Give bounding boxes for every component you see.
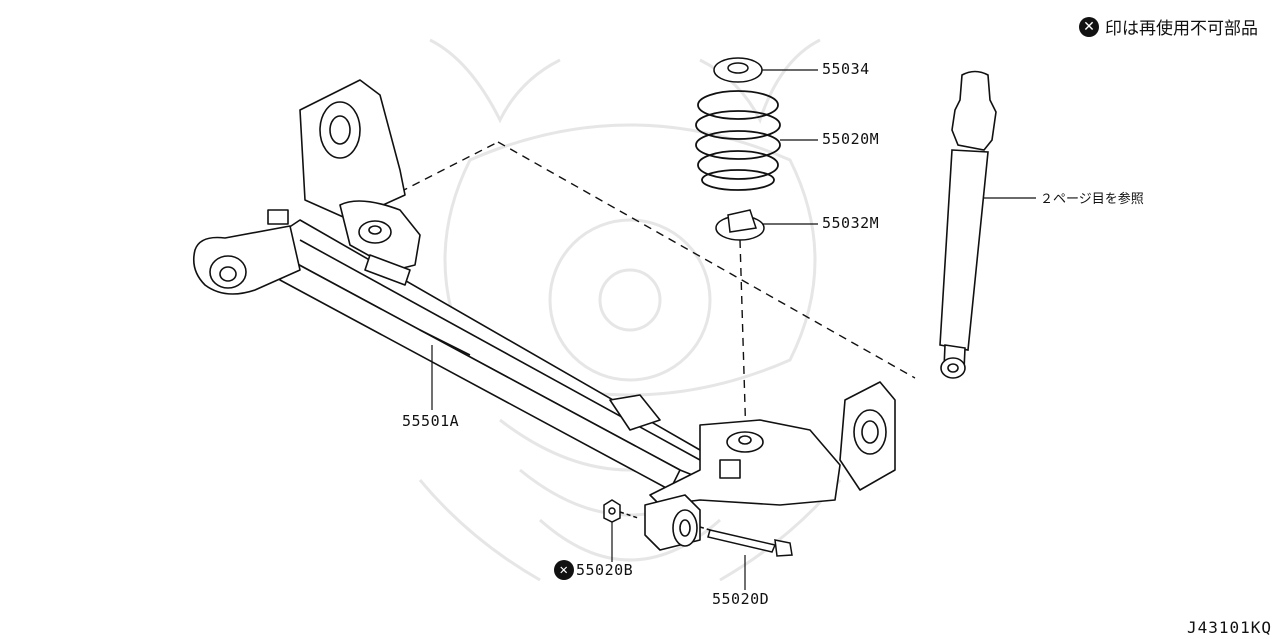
part-55020M-coil-spring (695, 90, 781, 191)
legend-text: 印は再使用不可部品 (1105, 19, 1258, 39)
shock-absorber (939, 70, 997, 379)
part-label-55020B-row[interactable]: ✕ 55020B (554, 560, 633, 580)
leader-lines (431, 69, 1036, 590)
part-55034-upper-seat (713, 57, 763, 83)
part-label-55020B[interactable]: 55020B (576, 561, 634, 579)
part-55020D-bolt (699, 526, 793, 557)
x-circle-icon: ✕ (1079, 16, 1099, 37)
diagram-code: J43101KQ (1186, 618, 1272, 637)
part-label-55501A[interactable]: 55501A (402, 412, 460, 430)
part-label-55020M[interactable]: 55020M (822, 130, 880, 148)
legend: ✕ 印は再使用不可部品 (1079, 14, 1258, 39)
part-55020B-nut (603, 499, 639, 523)
dashed-guides (399, 141, 916, 441)
part-label-55032M[interactable]: 55032M (822, 214, 880, 232)
part-label-55020D[interactable]: 55020D (712, 590, 770, 608)
part-55032M-lower-seat (715, 209, 765, 241)
rear-axle-beam (192, 79, 896, 551)
part-label-55034[interactable]: 55034 (822, 60, 870, 78)
shock-reference-label[interactable]: ２ページ目を参照 (1040, 192, 1144, 207)
x-circle-icon: ✕ (554, 560, 574, 580)
